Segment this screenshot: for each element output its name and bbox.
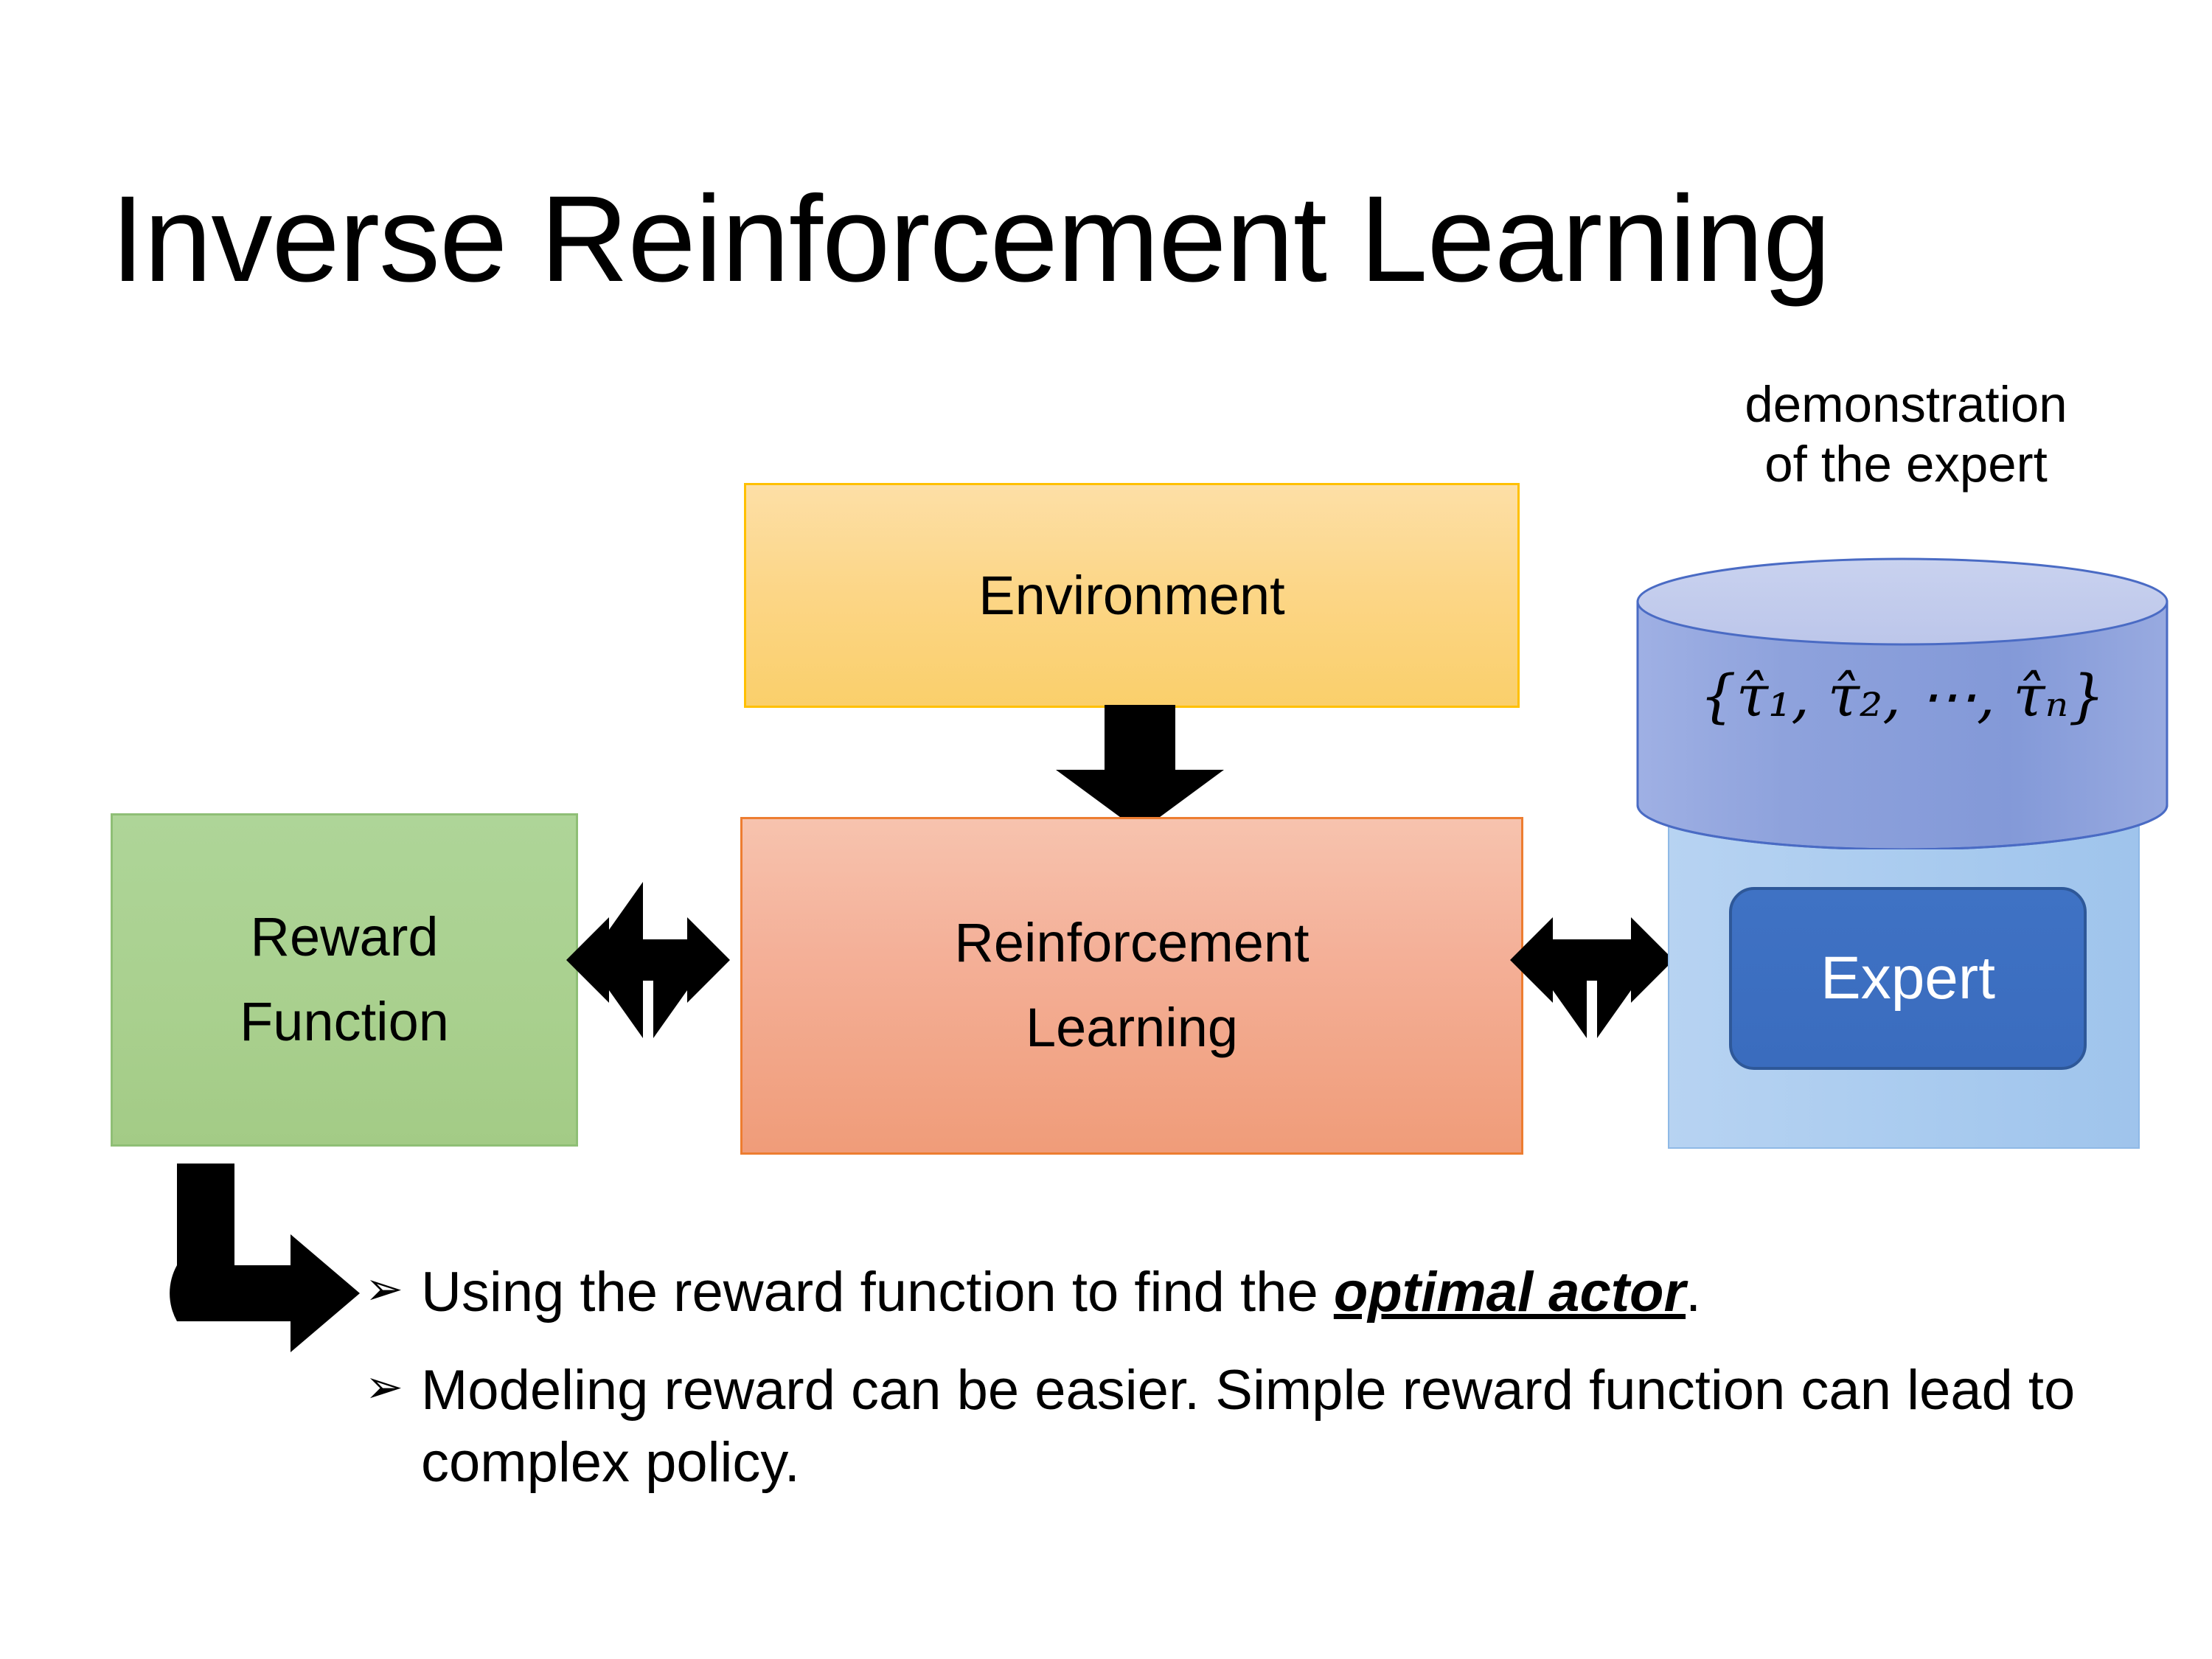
reward-rl-exchange-arrow — [566, 876, 730, 1044]
bullet-marker-icon: ➢ — [365, 1362, 403, 1413]
bullet-item-2-prefix: Modeling reward can be easier. Simple re… — [421, 1359, 2076, 1494]
reinforcement-learning-box-label: Reinforcement Learning — [954, 912, 1310, 1058]
bullet-item-1-suffix: . — [1686, 1261, 1702, 1324]
expert-box-label: Expert — [1820, 945, 1995, 1012]
bullet-list: ➢ Using the reward function to find the … — [365, 1256, 2090, 1525]
page-title: Inverse Reinforcement Learning — [111, 171, 1831, 307]
environment-to-rl-arrow — [1056, 705, 1224, 832]
bullet-marker-icon: ➢ — [365, 1264, 403, 1315]
environment-box[interactable]: Environment — [744, 483, 1520, 708]
environment-box-label: Environment — [978, 565, 1285, 626]
reinforcement-learning-box[interactable]: Reinforcement Learning — [740, 817, 1523, 1155]
bullet-item-2: ➢ Modeling reward can be easier. Simple … — [365, 1354, 2090, 1498]
demonstration-caption: demonstration of the expert — [1745, 376, 2067, 493]
demonstration-cylinder — [1636, 557, 2168, 849]
reward-function-box[interactable]: Reward Function — [111, 813, 578, 1147]
bullet-item-1-emphasis: optimal actor — [1333, 1261, 1686, 1324]
bullet-item-2-text: Modeling reward can be easier. Simple re… — [421, 1354, 2090, 1498]
expert-box[interactable]: Expert — [1729, 887, 2087, 1070]
bullet-item-1: ➢ Using the reward function to find the … — [365, 1256, 2090, 1328]
reward-function-box-label: Reward Function — [240, 906, 449, 1052]
trajectory-set-notation: {τ̂₁, τ̂₂, ⋯, τ̂ₙ} — [1644, 664, 2160, 730]
rl-expert-exchange-arrow — [1510, 876, 1674, 1044]
bullet-item-1-prefix: Using the reward function to find the — [421, 1261, 1334, 1324]
bullet-item-1-text: Using the reward function to find the op… — [421, 1256, 2090, 1328]
trajectory-set-text: {τ̂₁, τ̂₂, ⋯, τ̂ₙ} — [1700, 664, 2105, 730]
reward-to-bullets-arrow — [164, 1164, 360, 1360]
